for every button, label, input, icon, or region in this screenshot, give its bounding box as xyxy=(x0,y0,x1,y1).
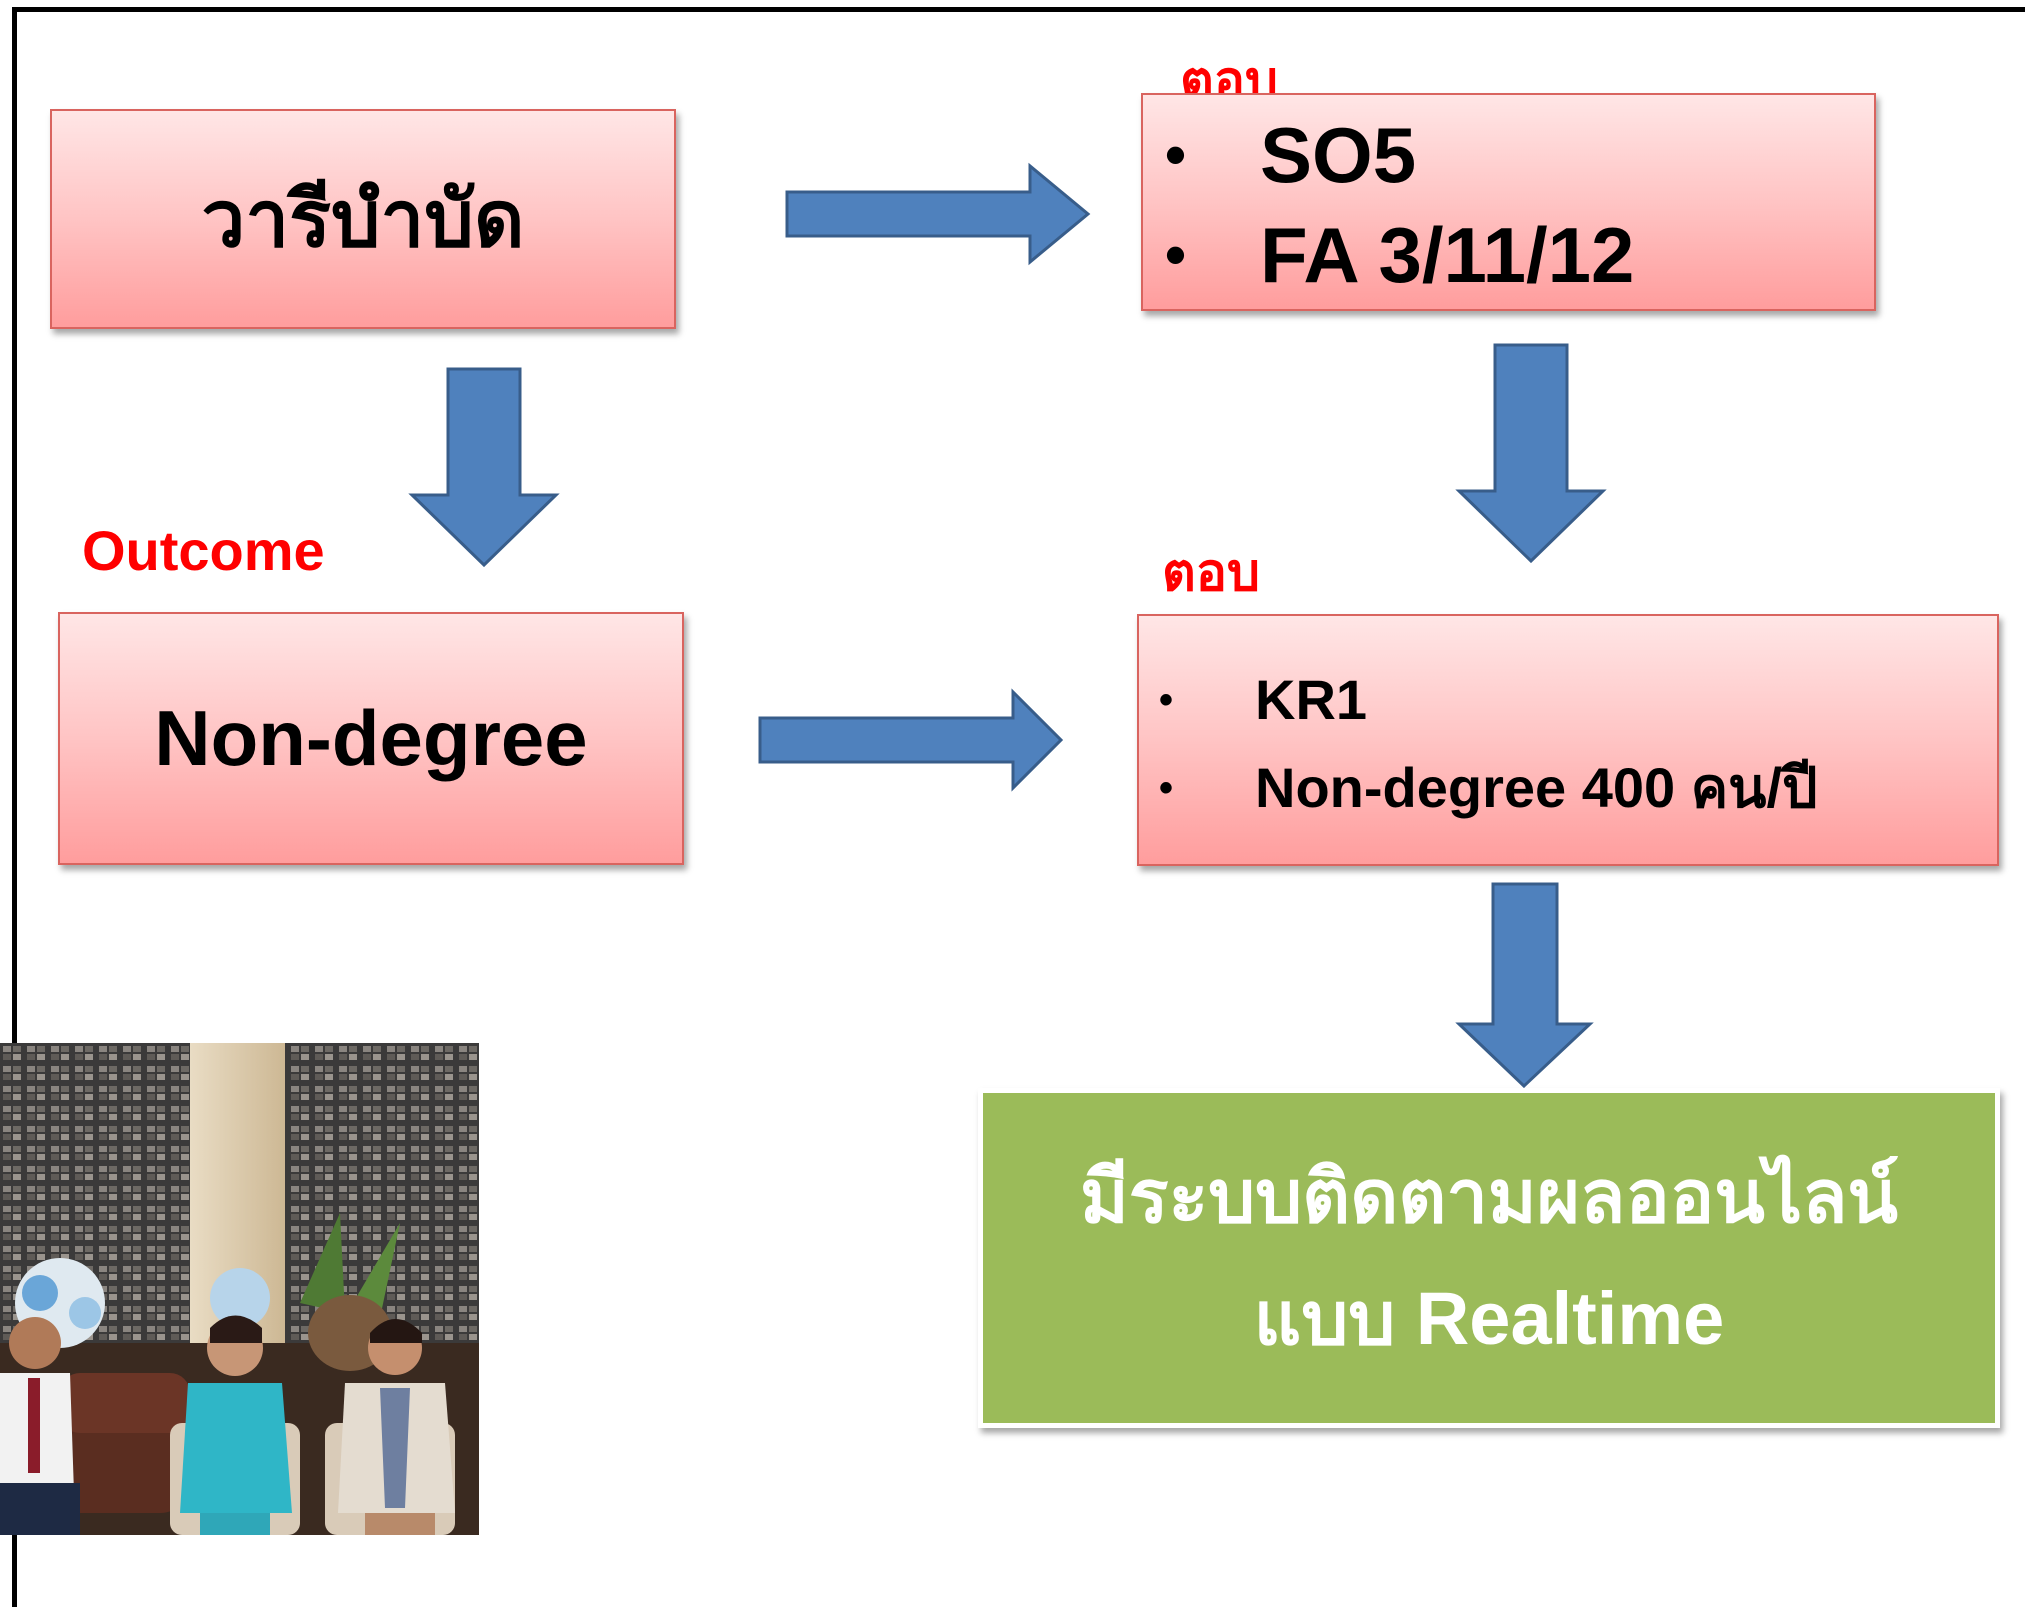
therapy-box: วารีบำบัด xyxy=(50,109,676,329)
bullet-icon: • xyxy=(1159,678,1174,722)
bullet-icon: • xyxy=(1165,221,1187,288)
so-list-item: • FA 3/11/12 xyxy=(1143,205,1634,305)
kr-list: • KR1 • Non-degree 400 คน/ปี xyxy=(1139,656,1818,832)
therapy-label: วารีบำบัด xyxy=(201,175,525,263)
photo-image xyxy=(0,1043,479,1535)
kr-item-text: Non-degree 400 คน/ปี xyxy=(1255,756,1818,819)
arrow-right-top xyxy=(785,162,1091,266)
kr-list-item: • KR1 xyxy=(1139,656,1818,744)
answer-caption-bottom: ตอบ xyxy=(1162,544,1261,602)
arrow-down-right-bottom xyxy=(1455,882,1594,1089)
arrow-down-left xyxy=(408,367,560,568)
so-item-text: SO5 xyxy=(1260,111,1417,199)
so-list-item: • SO5 xyxy=(1143,105,1634,205)
kr-list-item: • Non-degree 400 คน/ปี xyxy=(1139,744,1818,832)
so-item-text: FA 3/11/12 xyxy=(1260,211,1635,299)
bullet-icon: • xyxy=(1159,766,1174,810)
result-box: มีระบบติดตามผลออนไลน์ แบบ Realtime xyxy=(978,1088,2000,1428)
outcome-label: Outcome xyxy=(82,519,325,582)
kr-box: • KR1 • Non-degree 400 คน/ปี xyxy=(1137,614,1999,866)
so-box: • SO5 • FA 3/11/12 xyxy=(1141,93,1876,311)
bullet-icon: • xyxy=(1165,121,1187,188)
kr-item-text: KR1 xyxy=(1255,668,1368,731)
nondegree-label: Non-degree xyxy=(154,694,588,782)
group-photo xyxy=(0,1043,479,1535)
result-line-1: มีระบบติดตามผลออนไลน์ xyxy=(1079,1155,1899,1238)
arrow-down-right-top xyxy=(1455,343,1607,564)
nondegree-box: Non-degree xyxy=(58,612,684,865)
so-list: • SO5 • FA 3/11/12 xyxy=(1143,105,1634,305)
result-line-2: แบบ Realtime xyxy=(1253,1277,1725,1360)
arrow-right-middle xyxy=(758,688,1064,792)
slide-frame xyxy=(12,7,2025,1607)
